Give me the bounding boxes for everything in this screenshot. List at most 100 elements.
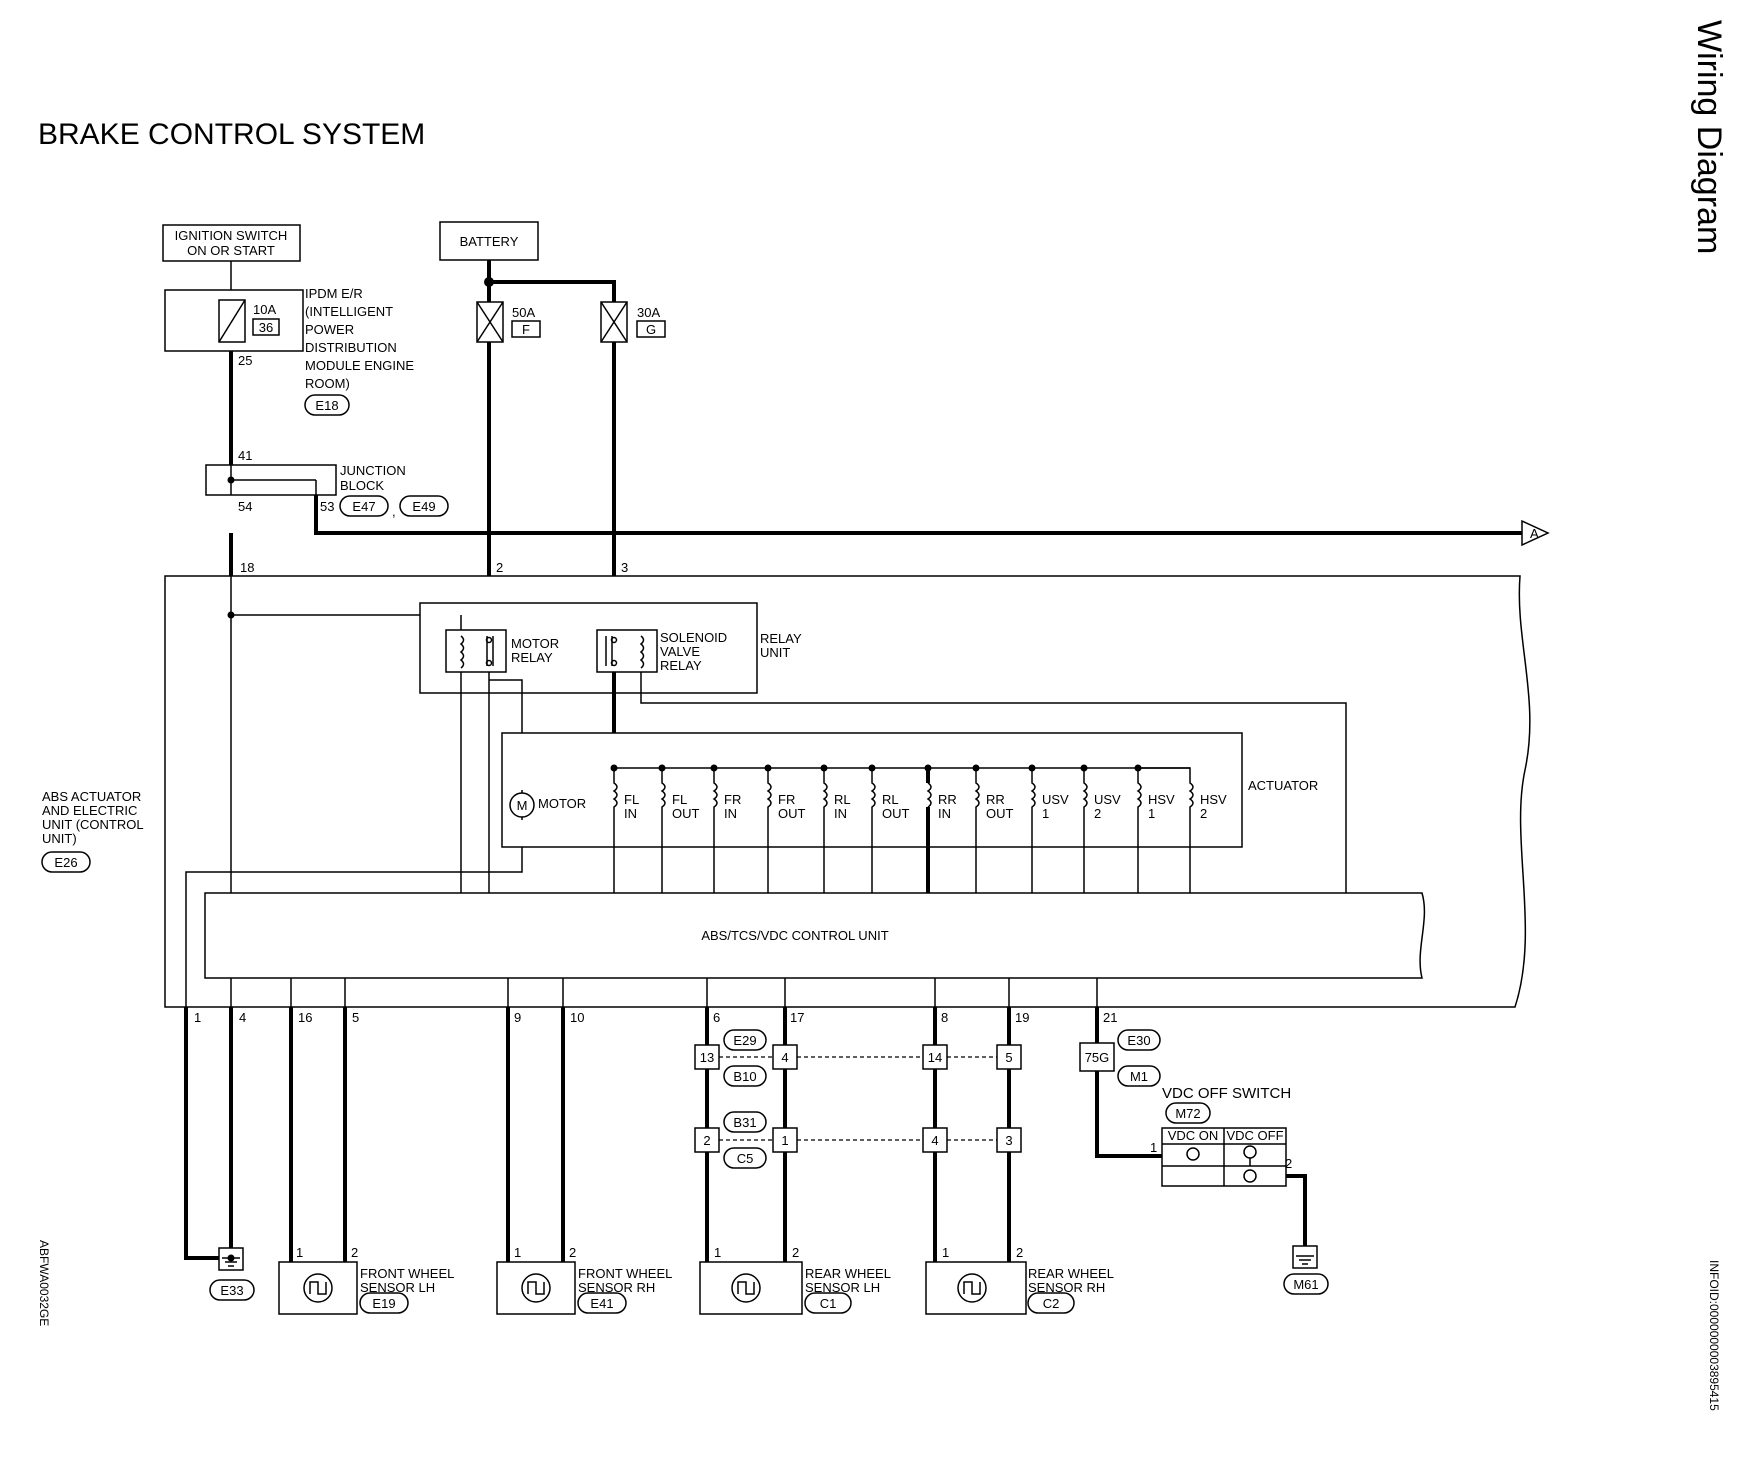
svg-text:C2: C2 bbox=[1043, 1296, 1060, 1311]
svg-text:19: 19 bbox=[1015, 1010, 1029, 1025]
page-title: BRAKE CONTROL SYSTEM bbox=[38, 118, 425, 151]
vdc-on-contact bbox=[1186, 1147, 1200, 1161]
svg-text:HSV: HSV bbox=[1200, 792, 1227, 807]
svg-text:1: 1 bbox=[194, 1010, 201, 1025]
svg-text:E41: E41 bbox=[590, 1296, 613, 1311]
svg-text:E33: E33 bbox=[220, 1283, 243, 1298]
svg-text:C1: C1 bbox=[820, 1296, 837, 1311]
connector-row-1: 13 4 14 5 bbox=[694, 1044, 1022, 1070]
svg-text:POWER: POWER bbox=[305, 322, 354, 337]
svg-text:1: 1 bbox=[714, 1245, 721, 1260]
svg-text:OUT: OUT bbox=[672, 806, 700, 821]
ground-m61-symbol bbox=[1292, 1245, 1318, 1269]
svg-text:IN: IN bbox=[724, 806, 737, 821]
side-title: Wiring Diagram bbox=[1690, 20, 1728, 254]
junction-label-2: BLOCK bbox=[340, 478, 384, 493]
svg-text:2: 2 bbox=[1200, 806, 1207, 821]
svg-text:9: 9 bbox=[514, 1010, 521, 1025]
svg-text:UNIT): UNIT) bbox=[42, 831, 77, 846]
svg-text:E29: E29 bbox=[733, 1033, 756, 1048]
svg-text:1: 1 bbox=[942, 1245, 949, 1260]
abs-pin-18: 18 bbox=[240, 560, 254, 575]
connector-b31 bbox=[723, 1111, 767, 1133]
svg-text:RL: RL bbox=[834, 792, 851, 807]
ignition-switch-box bbox=[162, 224, 301, 262]
arrow-a bbox=[1521, 519, 1550, 547]
svg-text:1: 1 bbox=[1148, 806, 1155, 821]
svg-text:E19: E19 bbox=[372, 1296, 395, 1311]
arrow-a-label: A bbox=[1530, 526, 1539, 541]
solenoid-valve-relay bbox=[596, 629, 658, 673]
connector-e49 bbox=[399, 495, 449, 517]
connector-pin-75g bbox=[1079, 1042, 1115, 1072]
connector-c1 bbox=[804, 1292, 852, 1314]
svg-text:M1: M1 bbox=[1130, 1069, 1148, 1084]
svg-text:1: 1 bbox=[1042, 806, 1049, 821]
svg-text:4: 4 bbox=[781, 1050, 788, 1065]
svg-text:FR: FR bbox=[778, 792, 795, 807]
motor-relay-label-2: RELAY bbox=[511, 650, 553, 665]
relay-unit-label-1: RELAY bbox=[760, 631, 802, 646]
connector-c5 bbox=[723, 1147, 767, 1169]
svg-text:E47: E47 bbox=[352, 499, 375, 514]
svg-text:RR: RR bbox=[938, 792, 957, 807]
fuse-10a-number: 36 bbox=[259, 320, 273, 335]
svg-text:2: 2 bbox=[351, 1245, 358, 1260]
svg-text:B10: B10 bbox=[733, 1069, 756, 1084]
svg-text:14: 14 bbox=[928, 1050, 942, 1065]
svg-text:1: 1 bbox=[296, 1245, 303, 1260]
svg-text:FL: FL bbox=[672, 792, 687, 807]
connector-m1 bbox=[1117, 1065, 1161, 1087]
relay-unit-label-2: UNIT bbox=[760, 645, 790, 660]
svg-text:E30: E30 bbox=[1127, 1033, 1150, 1048]
svg-text:RR: RR bbox=[986, 792, 1005, 807]
svg-text:SENSOR RH: SENSOR RH bbox=[578, 1280, 655, 1295]
svg-text:(INTELLIGENT: (INTELLIGENT bbox=[305, 304, 393, 319]
connector-e30 bbox=[1117, 1029, 1161, 1051]
connector-row-2: 2 1 4 3 bbox=[694, 1127, 1022, 1153]
fuse-10a-label: 10A bbox=[253, 302, 276, 317]
svg-text:IPDM E/R: IPDM E/R bbox=[305, 286, 363, 301]
svg-text:OUT: OUT bbox=[778, 806, 806, 821]
svg-text:USV: USV bbox=[1094, 792, 1121, 807]
svg-text:FRONT WHEEL: FRONT WHEEL bbox=[360, 1266, 454, 1281]
ignition-label-2: ON OR START bbox=[187, 243, 275, 258]
svg-text:5: 5 bbox=[352, 1010, 359, 1025]
svg-text:IN: IN bbox=[624, 806, 637, 821]
svg-text:SENSOR RH: SENSOR RH bbox=[1028, 1280, 1105, 1295]
svg-text:21: 21 bbox=[1103, 1010, 1117, 1025]
fuse-30a-number: G bbox=[646, 322, 656, 337]
vdc-off-label: VDC OFF bbox=[1226, 1128, 1283, 1143]
junction-label-1: JUNCTION bbox=[340, 463, 406, 478]
control-unit-box bbox=[204, 892, 1426, 979]
junction-pin-54: 54 bbox=[238, 499, 252, 514]
junction-pin-41: 41 bbox=[238, 448, 252, 463]
vdc-switch-label: VDC OFF SWITCH bbox=[1162, 1085, 1291, 1102]
svg-text:RL: RL bbox=[882, 792, 899, 807]
front-wheel-sensor-lh: 1 2 FRONT WHEEL SENSOR LH E19 bbox=[278, 1245, 454, 1315]
svg-text:M61: M61 bbox=[1293, 1277, 1318, 1292]
svg-text:75G: 75G bbox=[1085, 1050, 1110, 1065]
battery-label: BATTERY bbox=[460, 234, 519, 249]
svg-text:E26: E26 bbox=[54, 855, 77, 870]
control-unit-label: ABS/TCS/VDC CONTROL UNIT bbox=[701, 928, 888, 943]
svg-text:10: 10 bbox=[570, 1010, 584, 1025]
svg-text:DISTRIBUTION: DISTRIBUTION bbox=[305, 340, 397, 355]
connector-e29 bbox=[723, 1029, 767, 1051]
svg-text:SENSOR LH: SENSOR LH bbox=[805, 1280, 880, 1295]
vdc-pin-1: 1 bbox=[1150, 1140, 1157, 1155]
svg-text:HSV: HSV bbox=[1148, 792, 1175, 807]
svg-text:REAR WHEEL: REAR WHEEL bbox=[1028, 1266, 1114, 1281]
svg-text:MODULE ENGINE: MODULE ENGINE bbox=[305, 358, 414, 373]
vdc-pin-2: 2 bbox=[1285, 1156, 1292, 1171]
svg-text:16: 16 bbox=[298, 1010, 312, 1025]
abs-pin-2: 2 bbox=[496, 560, 503, 575]
